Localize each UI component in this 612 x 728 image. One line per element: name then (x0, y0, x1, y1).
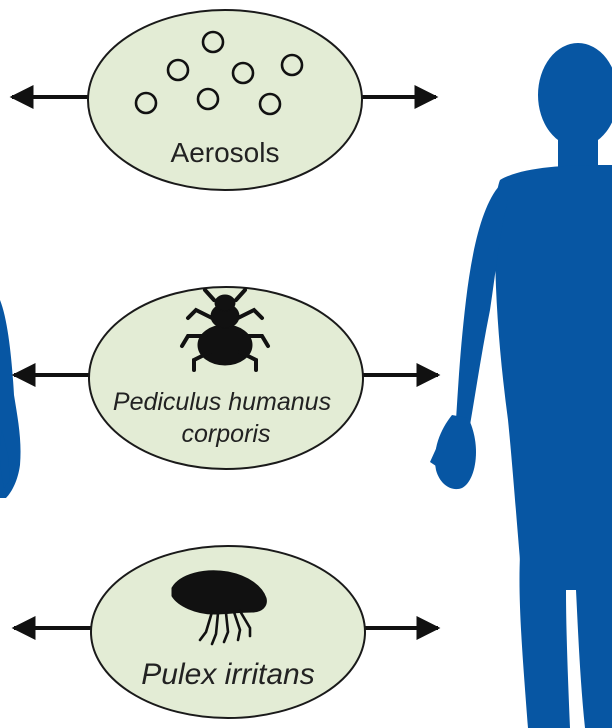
vector-label: Pulex irritans (141, 658, 314, 691)
vector-label: Aerosols (171, 137, 280, 168)
vector-body-louse: Pediculus humanus corporis (14, 287, 438, 469)
vector-label-line2: corporis (182, 420, 271, 448)
vector-label-line1: Pediculus humanus (113, 388, 331, 416)
left-human-silhouette-icon (0, 300, 21, 498)
right-human-silhouette-icon (430, 43, 612, 728)
vector-flea: Pulex irritans (14, 546, 438, 718)
vector-aerosols: Aerosols (12, 10, 436, 190)
